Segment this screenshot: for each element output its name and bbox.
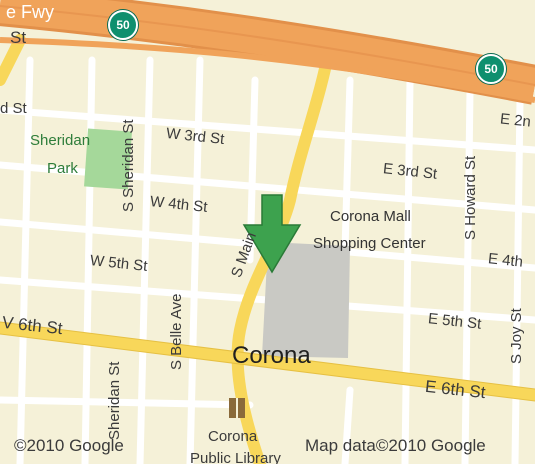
street-v10	[341, 386, 354, 464]
street-v4	[186, 56, 204, 464]
highway-50-shield-icon: 50	[108, 10, 138, 40]
street-label-s-sheridan-top: S Sheridan St	[120, 119, 137, 212]
street-v3	[136, 56, 154, 464]
street-label-s-belle: S Belle Ave	[168, 293, 185, 370]
library-label-line2: Public Library	[190, 450, 281, 464]
street-v8	[461, 86, 474, 464]
road-top-left	[0, 34, 26, 86]
library-icon	[229, 398, 245, 418]
google-copyright: ©2010 Google	[14, 436, 124, 455]
street-v1	[16, 56, 34, 464]
street-label-top-left: St	[10, 28, 27, 47]
street-v6	[341, 76, 354, 254]
corona-mall-area	[262, 242, 350, 358]
arterial-edges	[0, 321, 535, 402]
mall-label-line2: Shopping Center	[313, 235, 426, 252]
street-label-e-2nd: E 2n	[499, 110, 532, 131]
freeway	[0, 0, 535, 105]
freeway-name-label: e Fwy	[6, 2, 55, 22]
street-label-s-joy: S Joy St	[508, 308, 525, 364]
road-6th	[0, 322, 535, 401]
street-label-d-st: d St	[0, 100, 27, 117]
street-label-s-sheridan-bottom: Sheridan St	[106, 361, 123, 440]
mall-label-line1: Corona Mall	[330, 208, 411, 225]
street-v7	[401, 76, 414, 464]
street-v2	[81, 56, 96, 464]
library-label-line1: Corona	[208, 428, 258, 445]
highway-50-shield-2-icon: 50	[476, 54, 506, 84]
location-marker-icon	[242, 194, 302, 274]
city-label: Corona	[232, 342, 311, 369]
street-v9	[511, 96, 524, 464]
park-label-line2: Park	[47, 160, 78, 177]
sheridan-park-area	[84, 128, 132, 190]
park-label-line1: Sheridan	[30, 132, 91, 149]
map-data-copyright: Map data©2010 Google	[305, 436, 486, 455]
street-label-e-4th: E 4th	[487, 250, 524, 271]
street-label-s-howard: S Howard St	[462, 155, 479, 240]
street-7th	[0, 396, 254, 409]
